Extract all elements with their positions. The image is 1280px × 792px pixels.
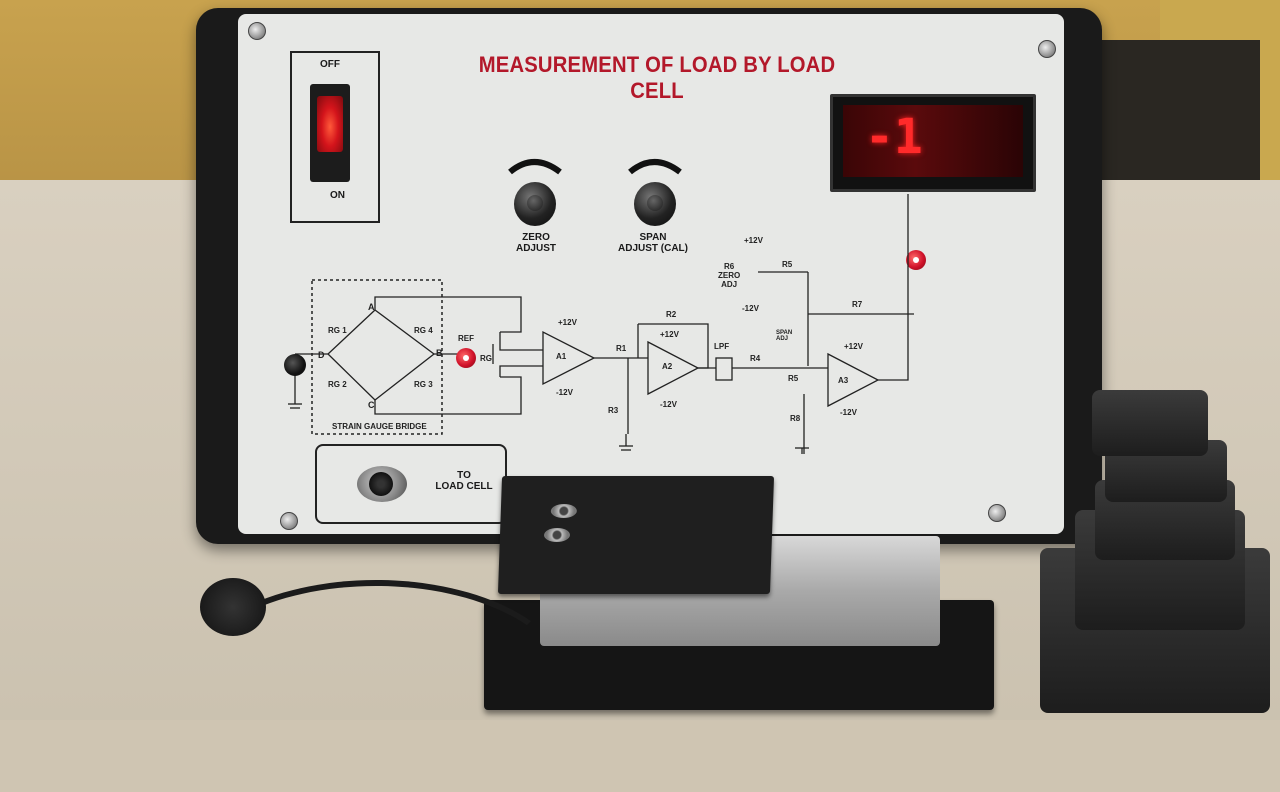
screw <box>248 22 266 40</box>
ref-label: REF <box>458 334 474 343</box>
power-switch[interactable] <box>310 84 350 182</box>
circuit-schematic <box>288 194 914 454</box>
load-cell-connector[interactable] <box>357 466 407 502</box>
panel-title: MEASUREMENT OF LOAD BY LOAD CELL <box>478 52 836 103</box>
screw <box>280 512 298 530</box>
output-test-jack[interactable] <box>906 250 926 270</box>
led-display: -1 <box>830 94 1036 192</box>
front-panel: MEASUREMENT OF LOAD BY LOAD CELL OFF ON … <box>238 14 1064 534</box>
rg3-label: RG 3 <box>414 380 433 389</box>
a3-minus12-label: -12V <box>840 408 857 417</box>
ref-terminal[interactable] <box>456 348 476 368</box>
lpf-label: LPF <box>714 342 730 351</box>
rg1-label: RG 1 <box>328 326 347 335</box>
load-platform[interactable] <box>497 476 775 594</box>
r3-label: R3 <box>608 406 619 415</box>
zero-knob-arc <box>508 159 562 175</box>
a2-plus12-label: +12V <box>660 330 679 339</box>
background-cabinet <box>1100 40 1260 180</box>
a3-plus12-label: +12V <box>844 342 863 351</box>
node-b-label: B <box>436 348 443 358</box>
rg-label: RG <box>480 354 492 363</box>
r1-label: R1 <box>616 344 627 353</box>
r7-label: R7 <box>852 300 863 309</box>
r6-minus12-label: -12V <box>742 304 759 313</box>
screw <box>1038 40 1056 58</box>
node-c-label: C <box>368 400 375 410</box>
a1-label: A1 <box>556 352 567 361</box>
span-adjust-knob[interactable] <box>634 182 676 226</box>
bolt <box>543 528 571 542</box>
display-reading: -1 <box>865 109 923 165</box>
r8-label: R8 <box>790 414 801 423</box>
rg2-label: RG 2 <box>328 380 347 389</box>
r5-span-label: R5 <box>788 374 799 383</box>
r6-plus12-label: +12V <box>744 236 763 245</box>
a3-label: A3 <box>838 376 849 385</box>
a2-minus12-label: -12V <box>660 400 677 409</box>
bridge-d-terminal[interactable] <box>284 354 306 376</box>
sensor-cable <box>180 580 572 792</box>
screw <box>988 504 1006 522</box>
a1-minus12-label: -12V <box>556 388 573 397</box>
a2-label: A2 <box>662 362 673 371</box>
weight-top[interactable] <box>1092 390 1208 456</box>
node-a-label: A <box>368 302 375 312</box>
power-switch-lamp <box>317 96 343 152</box>
a1-plus12-label: +12V <box>558 318 577 327</box>
bolt <box>550 504 578 518</box>
cable-grommet <box>200 578 266 636</box>
r4-label: R4 <box>750 354 761 363</box>
rg4-label: RG 4 <box>414 326 433 335</box>
r5-zero-label: R5 <box>782 260 793 269</box>
switch-on-label: ON <box>330 190 345 201</box>
r2-label: R2 <box>666 310 677 319</box>
span-knob-arc <box>628 159 682 175</box>
bridge-label: STRAIN GAUGE BRIDGE <box>332 422 427 431</box>
power-switch-frame <box>290 51 380 223</box>
zero-adjust-knob[interactable] <box>514 182 556 226</box>
led-display-window: -1 <box>843 105 1023 177</box>
switch-off-label: OFF <box>320 59 340 70</box>
node-d-label: D <box>318 350 325 360</box>
